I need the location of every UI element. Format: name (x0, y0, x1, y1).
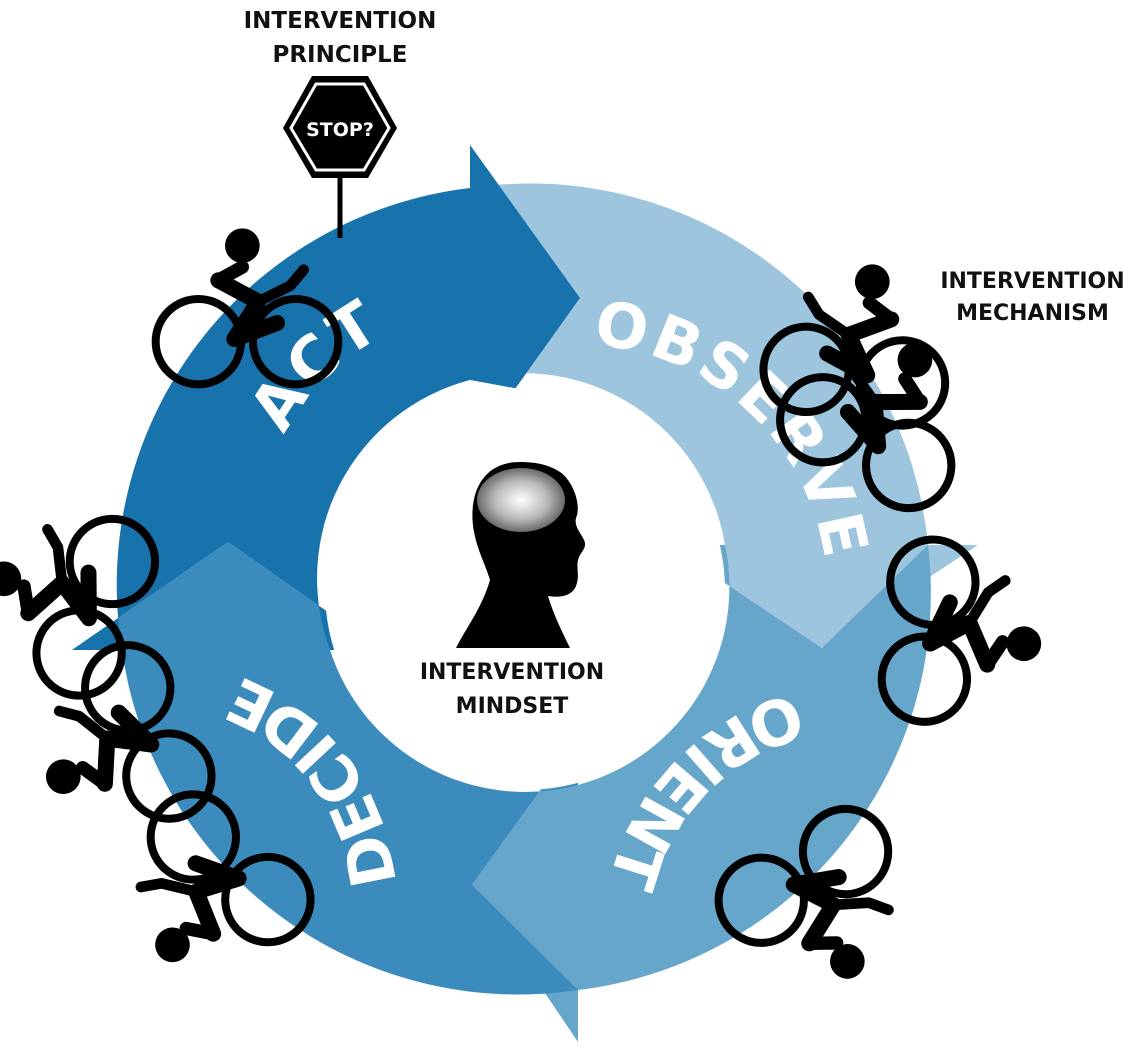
center-label-line2: MINDSET (455, 694, 569, 719)
mechanism-label: INTERVENTION MECHANISM (925, 266, 1140, 330)
stop-sign-icon: STOP? (283, 76, 397, 238)
principle-label-line2: PRINCIPLE (272, 42, 408, 68)
observe-segment (470, 145, 978, 648)
svg-text:STOP?: STOP? (306, 119, 374, 141)
center-label: INTERVENTION MINDSET (392, 656, 632, 724)
principle-label-line1: INTERVENTION (243, 8, 437, 34)
mechanism-label-line1: INTERVENTION (940, 269, 1125, 294)
act-segment (72, 145, 580, 650)
mechanism-label-line2: MECHANISM (956, 301, 1109, 326)
principle-label: INTERVENTION PRINCIPLE (200, 4, 480, 72)
decide-segment (72, 542, 578, 995)
head-brain-icon (456, 462, 586, 648)
center-label-line1: INTERVENTION (419, 660, 605, 685)
orient-segment (472, 545, 931, 1042)
